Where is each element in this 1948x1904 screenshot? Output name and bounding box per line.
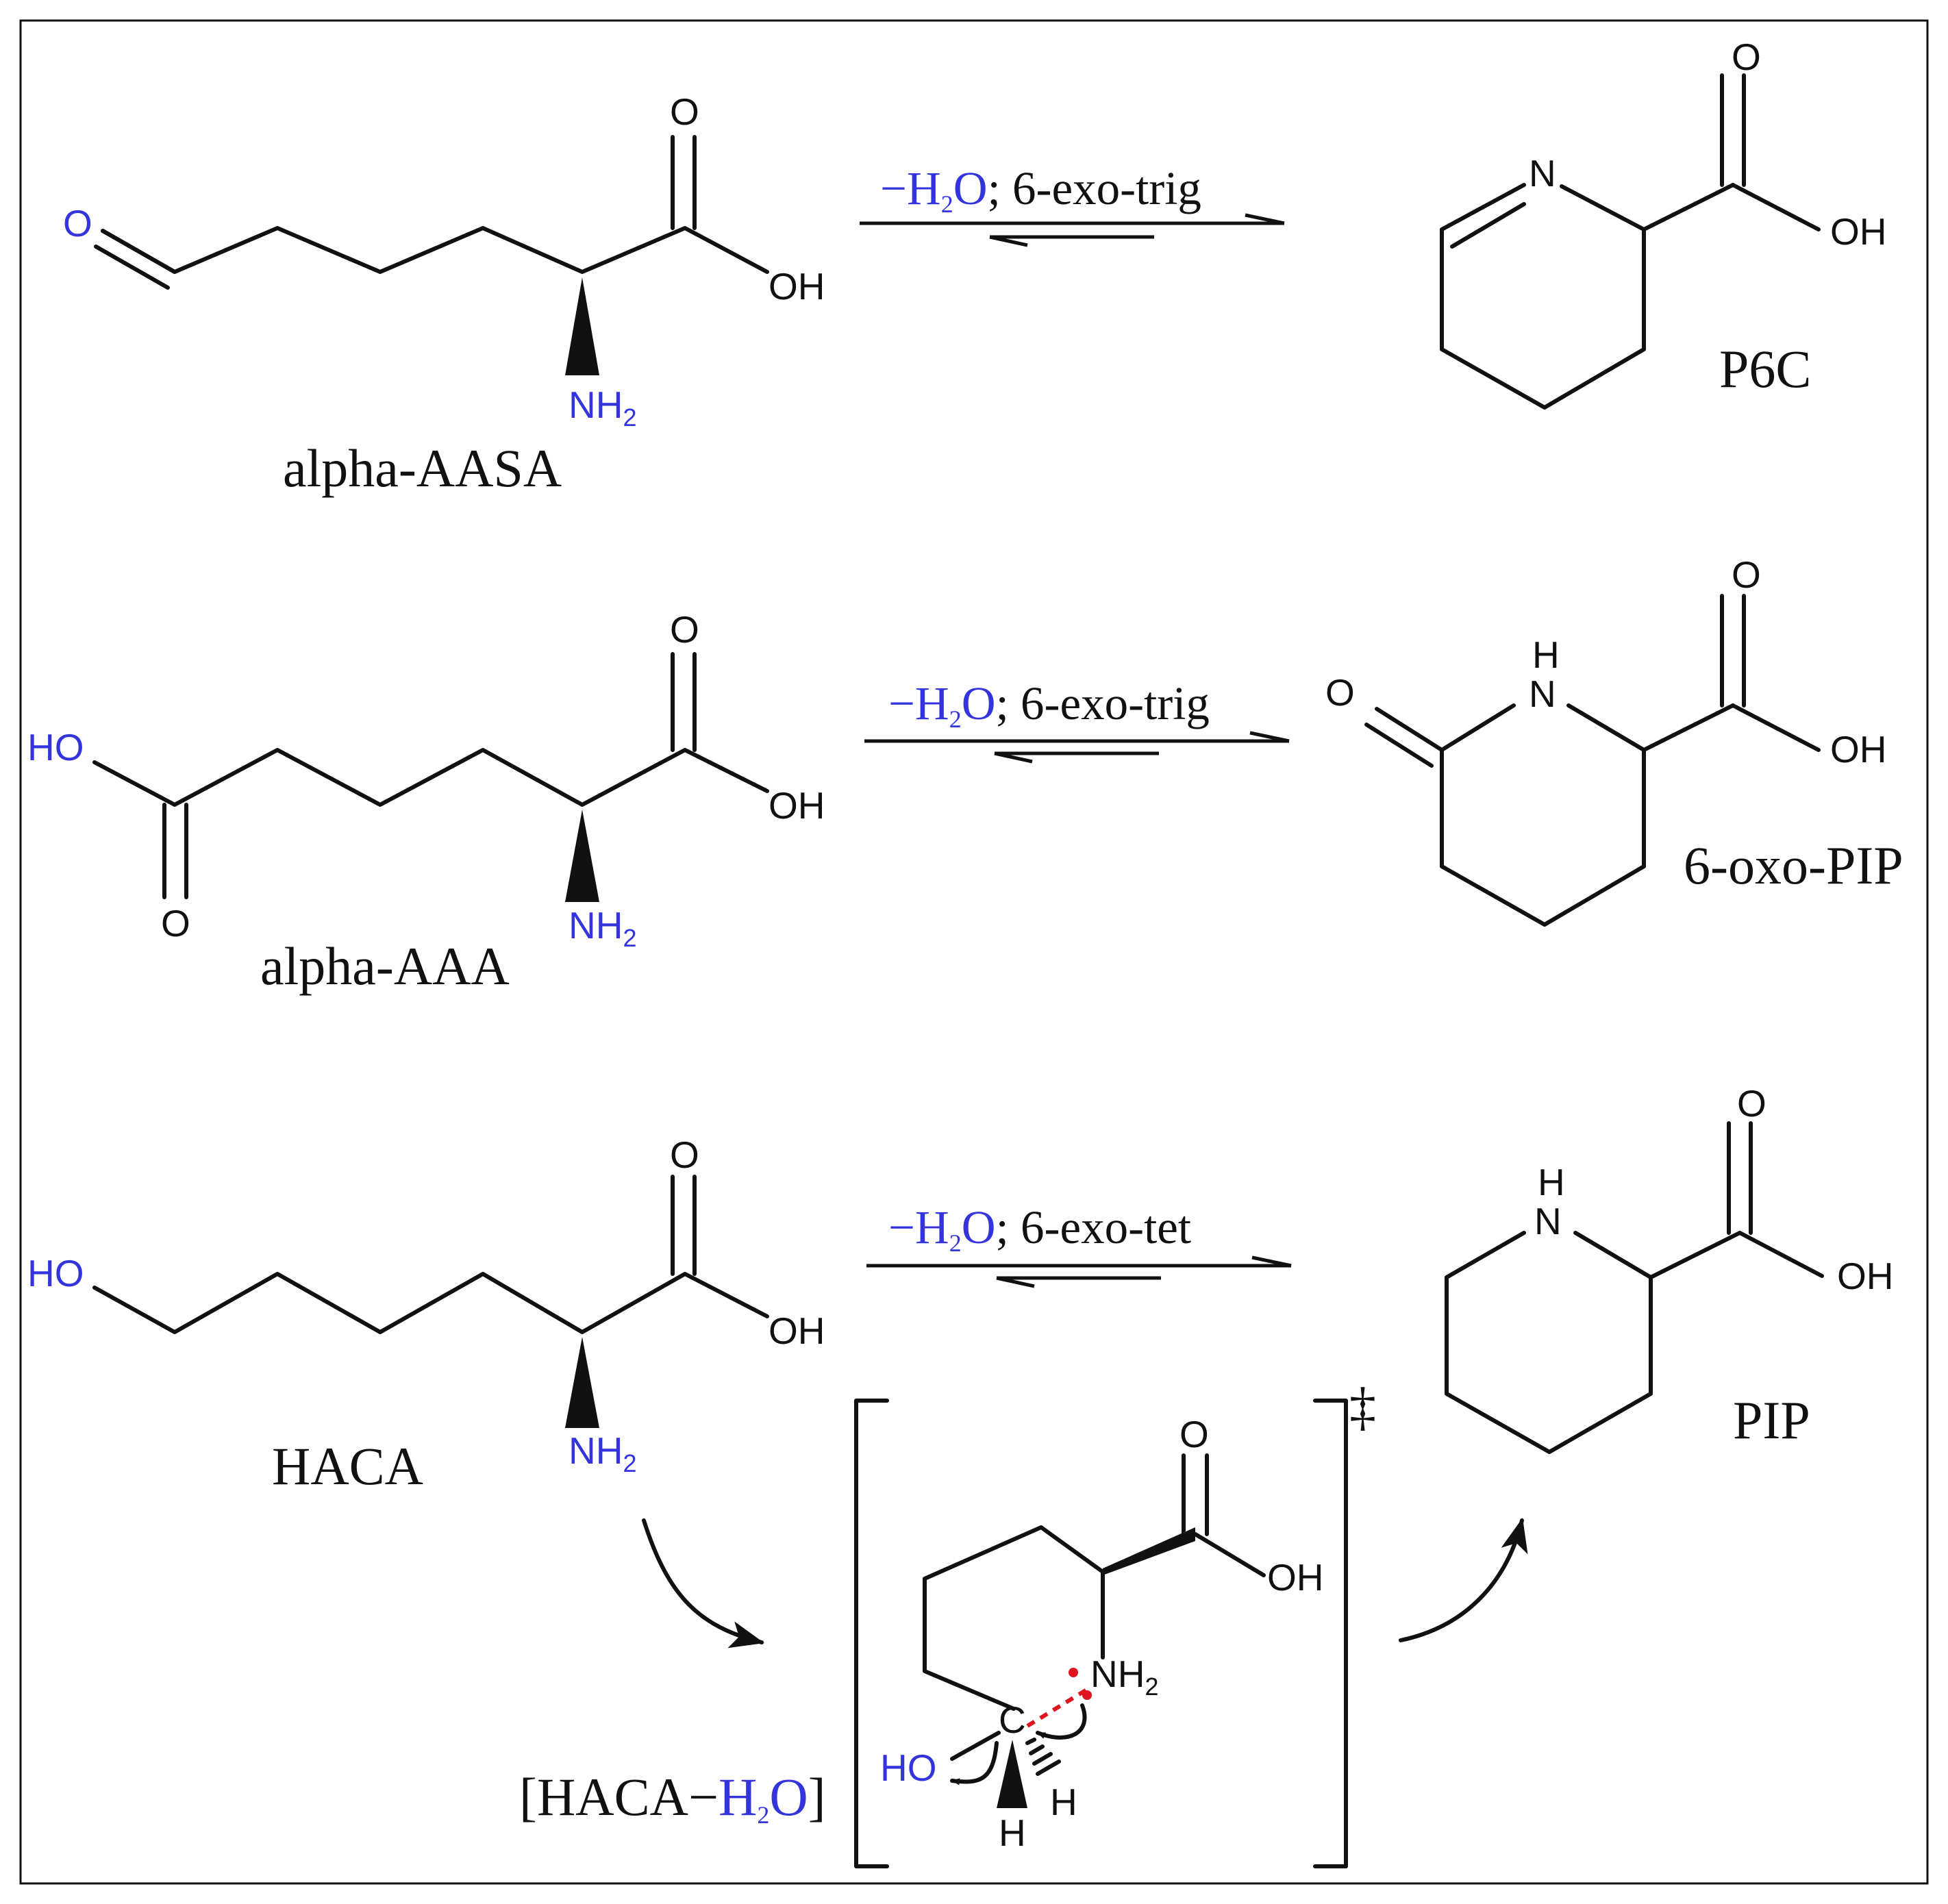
alpha-aaa-oh: OH — [769, 784, 825, 827]
ts-h-hash: H — [1050, 1781, 1077, 1823]
p6c-name: P6C — [1719, 339, 1811, 399]
curved-arrow-to-ts — [642, 1518, 764, 1649]
ts-left-bracket — [854, 1399, 889, 1868]
oxo-pip-nh-h: H — [1532, 634, 1560, 676]
alpha-aasa-nh2: NH2 — [569, 384, 636, 431]
pip-o: O — [1737, 1082, 1766, 1125]
reaction-1: −H2O; 6-exo-trig — [860, 162, 1285, 247]
reaction-3-condition: −H2O; 6-exo-tet — [888, 1201, 1191, 1257]
alpha-aasa-structure: O O OH NH2 alpha-AASA — [63, 90, 825, 498]
reaction-2-condition: −H2O; 6-exo-trig — [888, 677, 1210, 733]
alpha-aasa-carbonyl-o: O — [670, 90, 699, 133]
ts-label: [HACA−H2O] — [519, 1767, 826, 1829]
reaction-1-condition: −H2O; 6-exo-trig — [880, 162, 1201, 218]
oxo-pip-name: 6-oxo-PIP — [1684, 836, 1903, 895]
haca-name: HACA — [272, 1436, 423, 1496]
ts-h-wedge: H — [999, 1812, 1026, 1854]
pip-name: PIP — [1733, 1390, 1810, 1450]
lone-pair-dot-2 — [1082, 1690, 1092, 1700]
haca-nh2: NH2 — [569, 1429, 636, 1477]
p6c-o: O — [1732, 36, 1761, 78]
alpha-aasa-aldehyde-o: O — [63, 202, 92, 245]
pip-n: N — [1534, 1200, 1562, 1242]
alpha-aasa-name: alpha-AASA — [283, 438, 562, 498]
alpha-aaa-name: alpha-AAA — [260, 936, 510, 996]
ts-carbonyl-o: O — [1179, 1413, 1209, 1455]
oxo-pip-n: N — [1529, 673, 1556, 715]
transition-state: ‡ O OH NH2 C HO H H — [854, 1377, 1376, 1868]
pip-nh-h: H — [1538, 1161, 1565, 1203]
ts-oh: OH — [1267, 1556, 1324, 1599]
p6c-n: N — [1529, 152, 1556, 195]
ts-arrow-to-ho — [950, 1741, 999, 1786]
p6c-oh: OH — [1830, 210, 1887, 253]
alpha-aaa-structure: HO O O OH NH2 alpha-AAA — [27, 608, 825, 996]
ts-dagger: ‡ — [1349, 1377, 1376, 1436]
oxo-pip-oh: OH — [1830, 728, 1887, 771]
ts-hashed-bond — [1025, 1738, 1061, 1776]
oxo-pip-o: O — [1732, 553, 1761, 596]
oxo-pip-structure: H N O O OH 6-oxo-PIP — [1325, 553, 1903, 927]
reaction-3: −H2O; 6-exo-tet — [866, 1201, 1292, 1288]
figure-border — [19, 19, 1929, 1885]
ts-forming-bond — [1026, 1686, 1090, 1728]
ts-arrow-to-c — [1036, 1703, 1087, 1740]
haca-carbonyl-o: O — [670, 1133, 699, 1176]
haca-oh: OH — [769, 1310, 825, 1352]
alpha-aasa-oh: OH — [769, 265, 825, 308]
alpha-aaa-nh2: NH2 — [569, 904, 636, 952]
ts-ho: HO — [880, 1746, 937, 1789]
ts-carbon: C — [999, 1699, 1026, 1741]
haca-structure: HO O OH NH2 HACA — [27, 1133, 825, 1496]
ts-nh2: NH2 — [1090, 1653, 1158, 1701]
alpha-aaa-side-o: O — [161, 902, 190, 944]
lone-pair-dot-1 — [1069, 1668, 1078, 1677]
curved-arrow-from-ts — [1399, 1518, 1528, 1642]
alpha-aaa-carbonyl-o: O — [670, 608, 699, 651]
pip-oh: OH — [1837, 1255, 1894, 1297]
ts-right-bracket — [1313, 1399, 1348, 1868]
p6c-structure: N O OH P6C — [1440, 36, 1887, 410]
pip-structure: H N O OH PIP — [1445, 1082, 1894, 1454]
haca-ho: HO — [27, 1252, 84, 1294]
reaction-2: −H2O; 6-exo-trig — [864, 677, 1290, 764]
oxo-pip-lactam-o: O — [1325, 671, 1355, 714]
alpha-aaa-ho: HO — [27, 726, 84, 768]
